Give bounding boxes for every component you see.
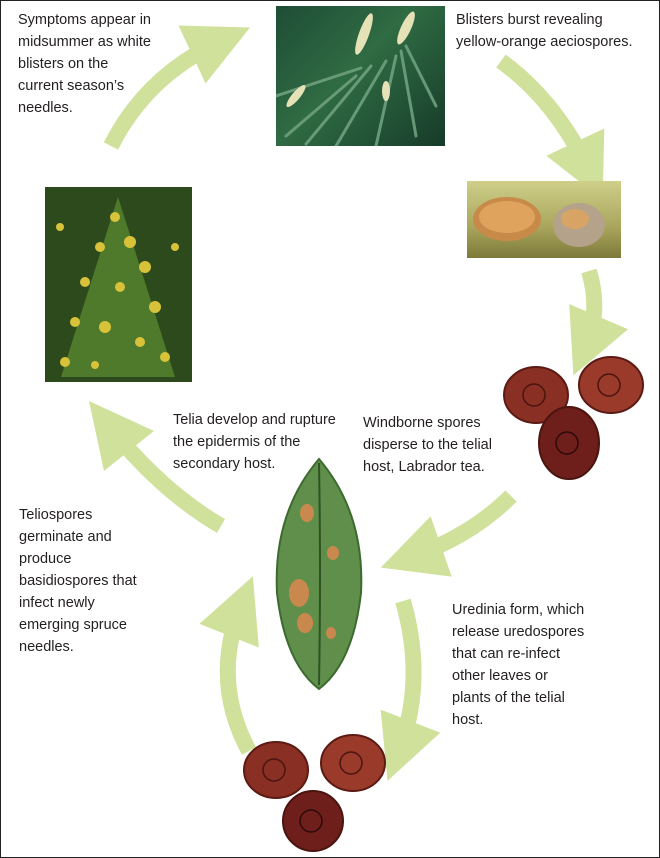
caption-uredinia: Uredinia form, which release uredospores… bbox=[452, 599, 622, 731]
arrow-spores-to-leaf bbox=[411, 496, 511, 557]
labrador-tea-leaf-photo bbox=[269, 453, 369, 693]
arrow-blisters-to-aecia bbox=[501, 61, 589, 171]
caption-blisters-burst: Blisters burst revealing yellow-orange a… bbox=[456, 9, 656, 53]
aecia-closeup-photo bbox=[467, 181, 621, 258]
caption-teliospores: Teliospores germinate and produce basidi… bbox=[19, 504, 169, 658]
caption-telia: Telia develop and rupture the epidermis … bbox=[173, 409, 363, 475]
infected-spruce-tree-photo bbox=[45, 187, 192, 382]
arrow-aecia-to-spores bbox=[586, 271, 594, 346]
aeciospores-photo bbox=[501, 353, 651, 483]
caption-windborne: Windborne spores disperse to the telial … bbox=[363, 412, 523, 478]
uredospores-photo bbox=[241, 725, 391, 855]
caption-symptoms: Symptoms appear in midsummer as white bl… bbox=[18, 9, 178, 119]
arrow-leaf-to-uredospores bbox=[399, 601, 414, 751]
spruce-needle-blister-photo bbox=[276, 6, 445, 146]
